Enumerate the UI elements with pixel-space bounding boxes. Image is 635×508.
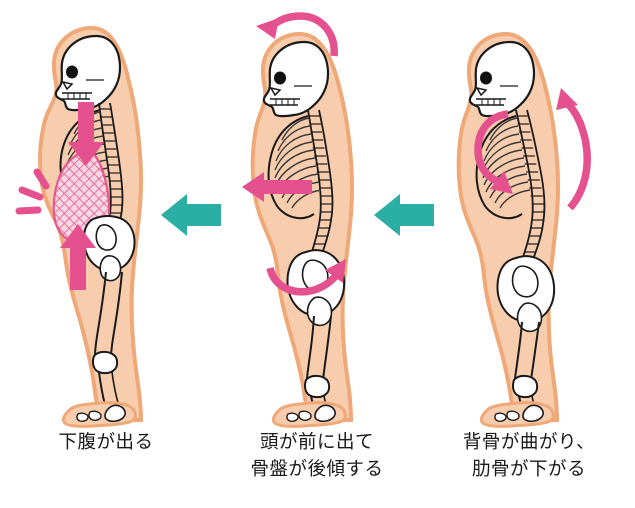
pelvis xyxy=(496,255,556,333)
figure-panel-left xyxy=(0,0,205,430)
leg-bones xyxy=(304,315,332,421)
flow-arrow-left-icon-2 xyxy=(374,194,434,236)
caption-middle: 頭が前に出て 骨盤が後傾する xyxy=(250,432,384,480)
foot xyxy=(62,401,137,428)
up-arrow-icon xyxy=(60,224,96,290)
foot xyxy=(480,401,555,428)
curved-arrow-ribs-down-icon xyxy=(474,110,513,194)
curved-arrow-pelvis-tilt-icon xyxy=(266,259,346,296)
curved-arrow-head-forward-icon xyxy=(256,12,338,57)
skull xyxy=(54,34,122,112)
impact-lines-icon xyxy=(15,168,50,215)
skeleton-figure-left xyxy=(15,25,144,428)
foot xyxy=(272,401,347,428)
caption-right: 背骨が曲がり、 肋骨が下がる xyxy=(462,432,596,480)
figure-panel-right xyxy=(424,0,629,430)
figure-panel-middle xyxy=(212,0,417,430)
curved-arrow-back-round-icon xyxy=(556,88,591,211)
caption-left: 下腹が出る xyxy=(58,432,154,453)
skull xyxy=(468,40,536,118)
skull xyxy=(262,40,330,118)
down-arrow-icon xyxy=(68,102,104,166)
skeleton-figure-right xyxy=(456,31,591,428)
left-arrow-waist-icon xyxy=(242,172,312,202)
spine xyxy=(307,109,334,261)
flow-arrow-left-icon xyxy=(161,194,221,236)
skeleton-figure-middle xyxy=(242,12,355,428)
